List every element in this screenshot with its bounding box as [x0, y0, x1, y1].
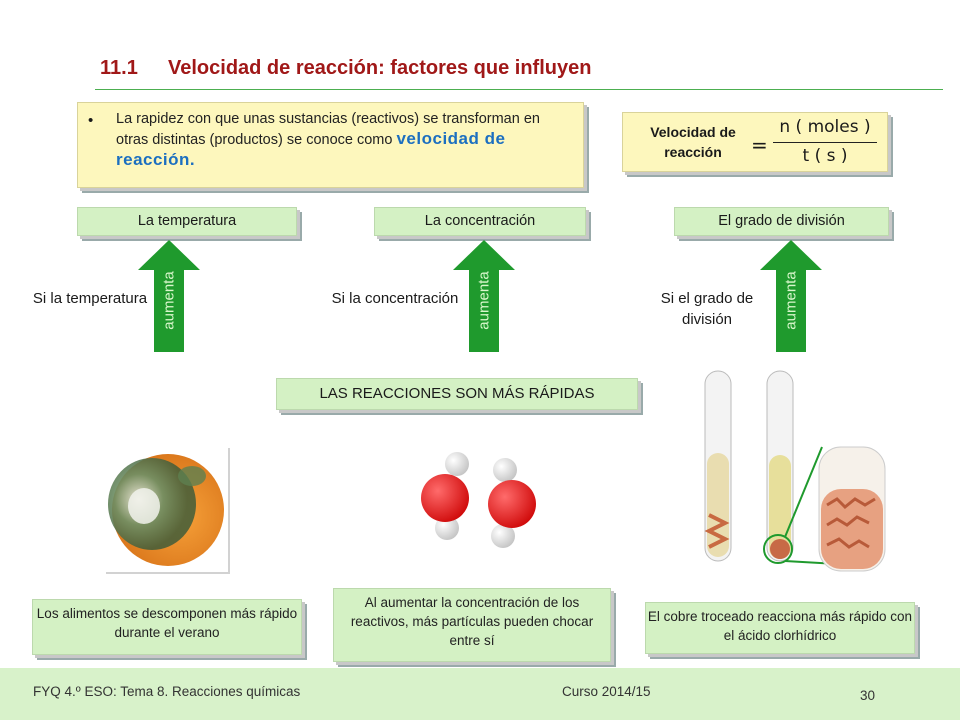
factor-concentration: La concentración — [374, 207, 586, 236]
up-arrow-icon — [138, 240, 200, 352]
formula-box: Velocidad de reacción = n ( moles ) t ( … — [622, 112, 888, 172]
intro-box: • La rapidez con que unas sustancias (re… — [77, 102, 584, 188]
condition-temperature: Si la temperatura — [32, 290, 148, 307]
fraction-bar — [773, 142, 877, 143]
formula-denominator: t ( s ) — [802, 146, 848, 166]
intro-body: La rapidez con que unas sustancias (reac… — [116, 111, 540, 148]
caption-particles: Al aumentar la concentración de los reac… — [333, 588, 611, 662]
result-banner: LAS REACCIONES SON MÁS RÁPIDAS — [276, 378, 638, 410]
caption-copper: El cobre troceado reacciona más rápido c… — [645, 602, 915, 654]
arrow-label-temperature: aumenta — [160, 271, 178, 330]
footer-course: FYQ 4.º ESO: Tema 8. Reacciones químicas — [33, 684, 301, 699]
condition-concentration: Si la concentración — [331, 290, 459, 307]
arrow-label-concentration: aumenta — [475, 271, 493, 330]
section-number: 11.1 — [100, 57, 138, 79]
factor-division: El grado de división — [674, 207, 889, 236]
moldy-orange-image — [104, 446, 228, 572]
page-title: Velocidad de reacción: factores que infl… — [168, 57, 592, 79]
up-arrow-icon — [453, 240, 515, 352]
arrow-label-division: aumenta — [782, 271, 800, 330]
formula-numerator: n ( moles ) — [779, 117, 871, 137]
caption-food: Los alimentos se descomponen más rápido … — [32, 599, 302, 655]
intro-text: La rapidez con que unas sustancias (reac… — [116, 110, 576, 171]
bullet-icon: • — [88, 112, 94, 129]
copper-test-tubes-image — [704, 370, 886, 572]
footer-bar: FYQ 4.º ESO: Tema 8. Reacciones químicas… — [0, 668, 960, 720]
condition-division: Si el grado de división — [660, 290, 754, 328]
molecules-icon — [421, 452, 536, 548]
factor-temperature: La temperatura — [77, 207, 297, 236]
formula-label: Velocidad de reacción — [650, 124, 736, 160]
intro-emphasis: velocidad de reacción. — [116, 129, 506, 169]
footer-page-number: 30 — [860, 688, 876, 703]
formula-equals: = — [751, 133, 768, 157]
title-divider — [95, 89, 943, 90]
orange-icon — [108, 454, 224, 566]
footer-year: Curso 2014/15 — [562, 684, 651, 699]
up-arrow-icon — [760, 240, 822, 352]
